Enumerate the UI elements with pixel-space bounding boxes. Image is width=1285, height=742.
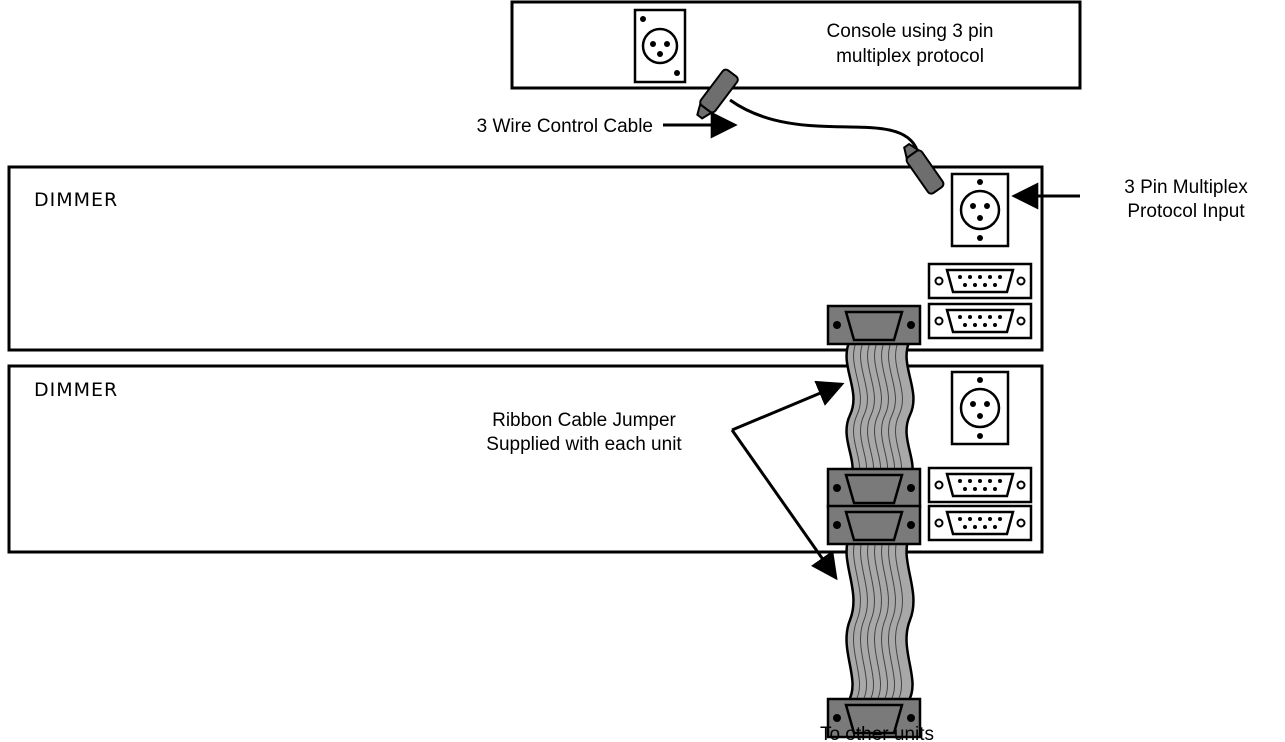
control-cable-label: 3 Wire Control Cable bbox=[477, 116, 653, 137]
ribbon-cable-2 bbox=[845, 533, 915, 704]
ribbon-label-line2: Supplied with each unit bbox=[486, 434, 682, 455]
ribbon-label-line1: Ribbon Cable Jumper bbox=[492, 410, 676, 431]
db9-port-2b bbox=[927, 504, 1033, 542]
dimmer-label-2: DIMMER bbox=[34, 379, 118, 401]
dimmer-label-1: DIMMER bbox=[34, 189, 118, 211]
db9-port-1b bbox=[927, 302, 1033, 340]
console-xlr-connector bbox=[633, 8, 687, 84]
console-label-line2: multiplex protocol bbox=[836, 46, 984, 67]
ribbon-connector-4 bbox=[826, 697, 922, 739]
input-xlr-connector-2 bbox=[950, 370, 1010, 446]
ribbon-connector-1 bbox=[826, 304, 922, 346]
input-label-line1: 3 Pin Multiplex bbox=[1124, 177, 1248, 198]
ribbon-connector-2 bbox=[826, 467, 922, 509]
ribbon-arrow-upper bbox=[731, 380, 845, 432]
db9-port-1a bbox=[927, 262, 1033, 300]
input-label-line2: Protocol Input bbox=[1127, 201, 1245, 222]
ribbon-arrow-lower bbox=[730, 429, 838, 581]
control-cable bbox=[696, 68, 945, 195]
db9-port-2a bbox=[927, 466, 1033, 504]
to-other-units-label: To other units bbox=[820, 724, 934, 742]
console-label-line1: Console using 3 pin bbox=[827, 21, 994, 42]
console-box bbox=[510, 0, 1082, 90]
ribbon-connector-3 bbox=[826, 504, 922, 546]
input-xlr-connector-1 bbox=[950, 172, 1010, 248]
ribbon-cable-1 bbox=[845, 338, 915, 482]
